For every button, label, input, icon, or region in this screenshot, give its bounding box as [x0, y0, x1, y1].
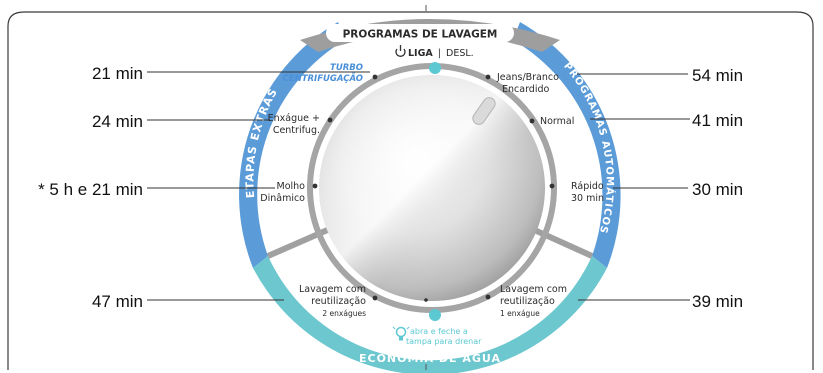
- reuse1-label-2: reutilização: [500, 296, 555, 307]
- rapid-time: 30 min: [692, 180, 743, 199]
- right-spoke: [528, 225, 594, 259]
- lightbulb-icon: [392, 326, 410, 341]
- knob-shine: [319, 75, 545, 301]
- reuse1-label-3: 1 enxágue: [500, 309, 540, 318]
- jeans-time: 54 min: [692, 66, 743, 85]
- reuse1-time: 39 min: [692, 292, 743, 311]
- reuse2-time: 47 min: [92, 292, 143, 311]
- jeans-dot: [485, 74, 491, 80]
- turbo-label-1: TURBO: [330, 63, 363, 73]
- reuse2-label-1: Lavagem com: [299, 284, 366, 295]
- soak-label-1: Molho: [277, 181, 306, 192]
- economy-arc: [253, 256, 607, 373]
- turbo-dot: [372, 74, 378, 80]
- knob-pointer: [472, 97, 496, 125]
- reuse2-dot: [372, 295, 378, 301]
- reuse1-label-1: Lavagem com: [500, 284, 567, 295]
- jeans-label-2: Encardido: [502, 84, 550, 95]
- soak-label-2: Dinâmico: [260, 193, 305, 204]
- drain-hint-1: abra e feche a: [410, 327, 468, 336]
- jeans-label-1: Jeans/Branco: [496, 72, 559, 83]
- soak-dot: [312, 183, 318, 189]
- automatic-arc: [513, 22, 621, 268]
- power-label: LIGA | DESL.: [408, 48, 474, 59]
- turbo-time: 21 min: [92, 64, 143, 83]
- rinse-dot: [327, 117, 333, 123]
- reuse1-dot: [485, 294, 491, 300]
- normal-time: 41 min: [692, 111, 743, 130]
- power-dot: [429, 62, 441, 74]
- center-dot: [424, 298, 428, 302]
- panel-frame: [7, 11, 814, 370]
- normal-dot: [529, 118, 535, 124]
- rapid-label-1: Rápido: [571, 181, 604, 192]
- drain-dot: [429, 309, 441, 321]
- rinse-time: 24 min: [92, 112, 143, 131]
- soak-time: * 5 h e 21 min: [38, 180, 143, 199]
- turbo-label-2: CENTRIFUGAÇÃO: [283, 73, 363, 84]
- rapid-dot: [549, 183, 555, 189]
- drain-hint-2: tampa para drenar: [406, 337, 482, 346]
- reuse2-label-2: reutilização: [311, 296, 366, 307]
- normal-label: Normal: [540, 116, 574, 127]
- rinse-label-2: Centrifug.: [273, 125, 320, 136]
- rinse-label-1: Enxágue +: [268, 113, 320, 124]
- rapid-label-2: 30 min: [571, 193, 604, 204]
- power-icon: [395, 45, 406, 57]
- economy-arc-label: ECONOMIA DE ÁGUA: [359, 352, 501, 365]
- header-pill: [326, 24, 514, 42]
- reuse2-label-3: 2 enxágues: [322, 309, 366, 318]
- program-header: PROGRAMAS DE LAVAGEM: [343, 29, 498, 41]
